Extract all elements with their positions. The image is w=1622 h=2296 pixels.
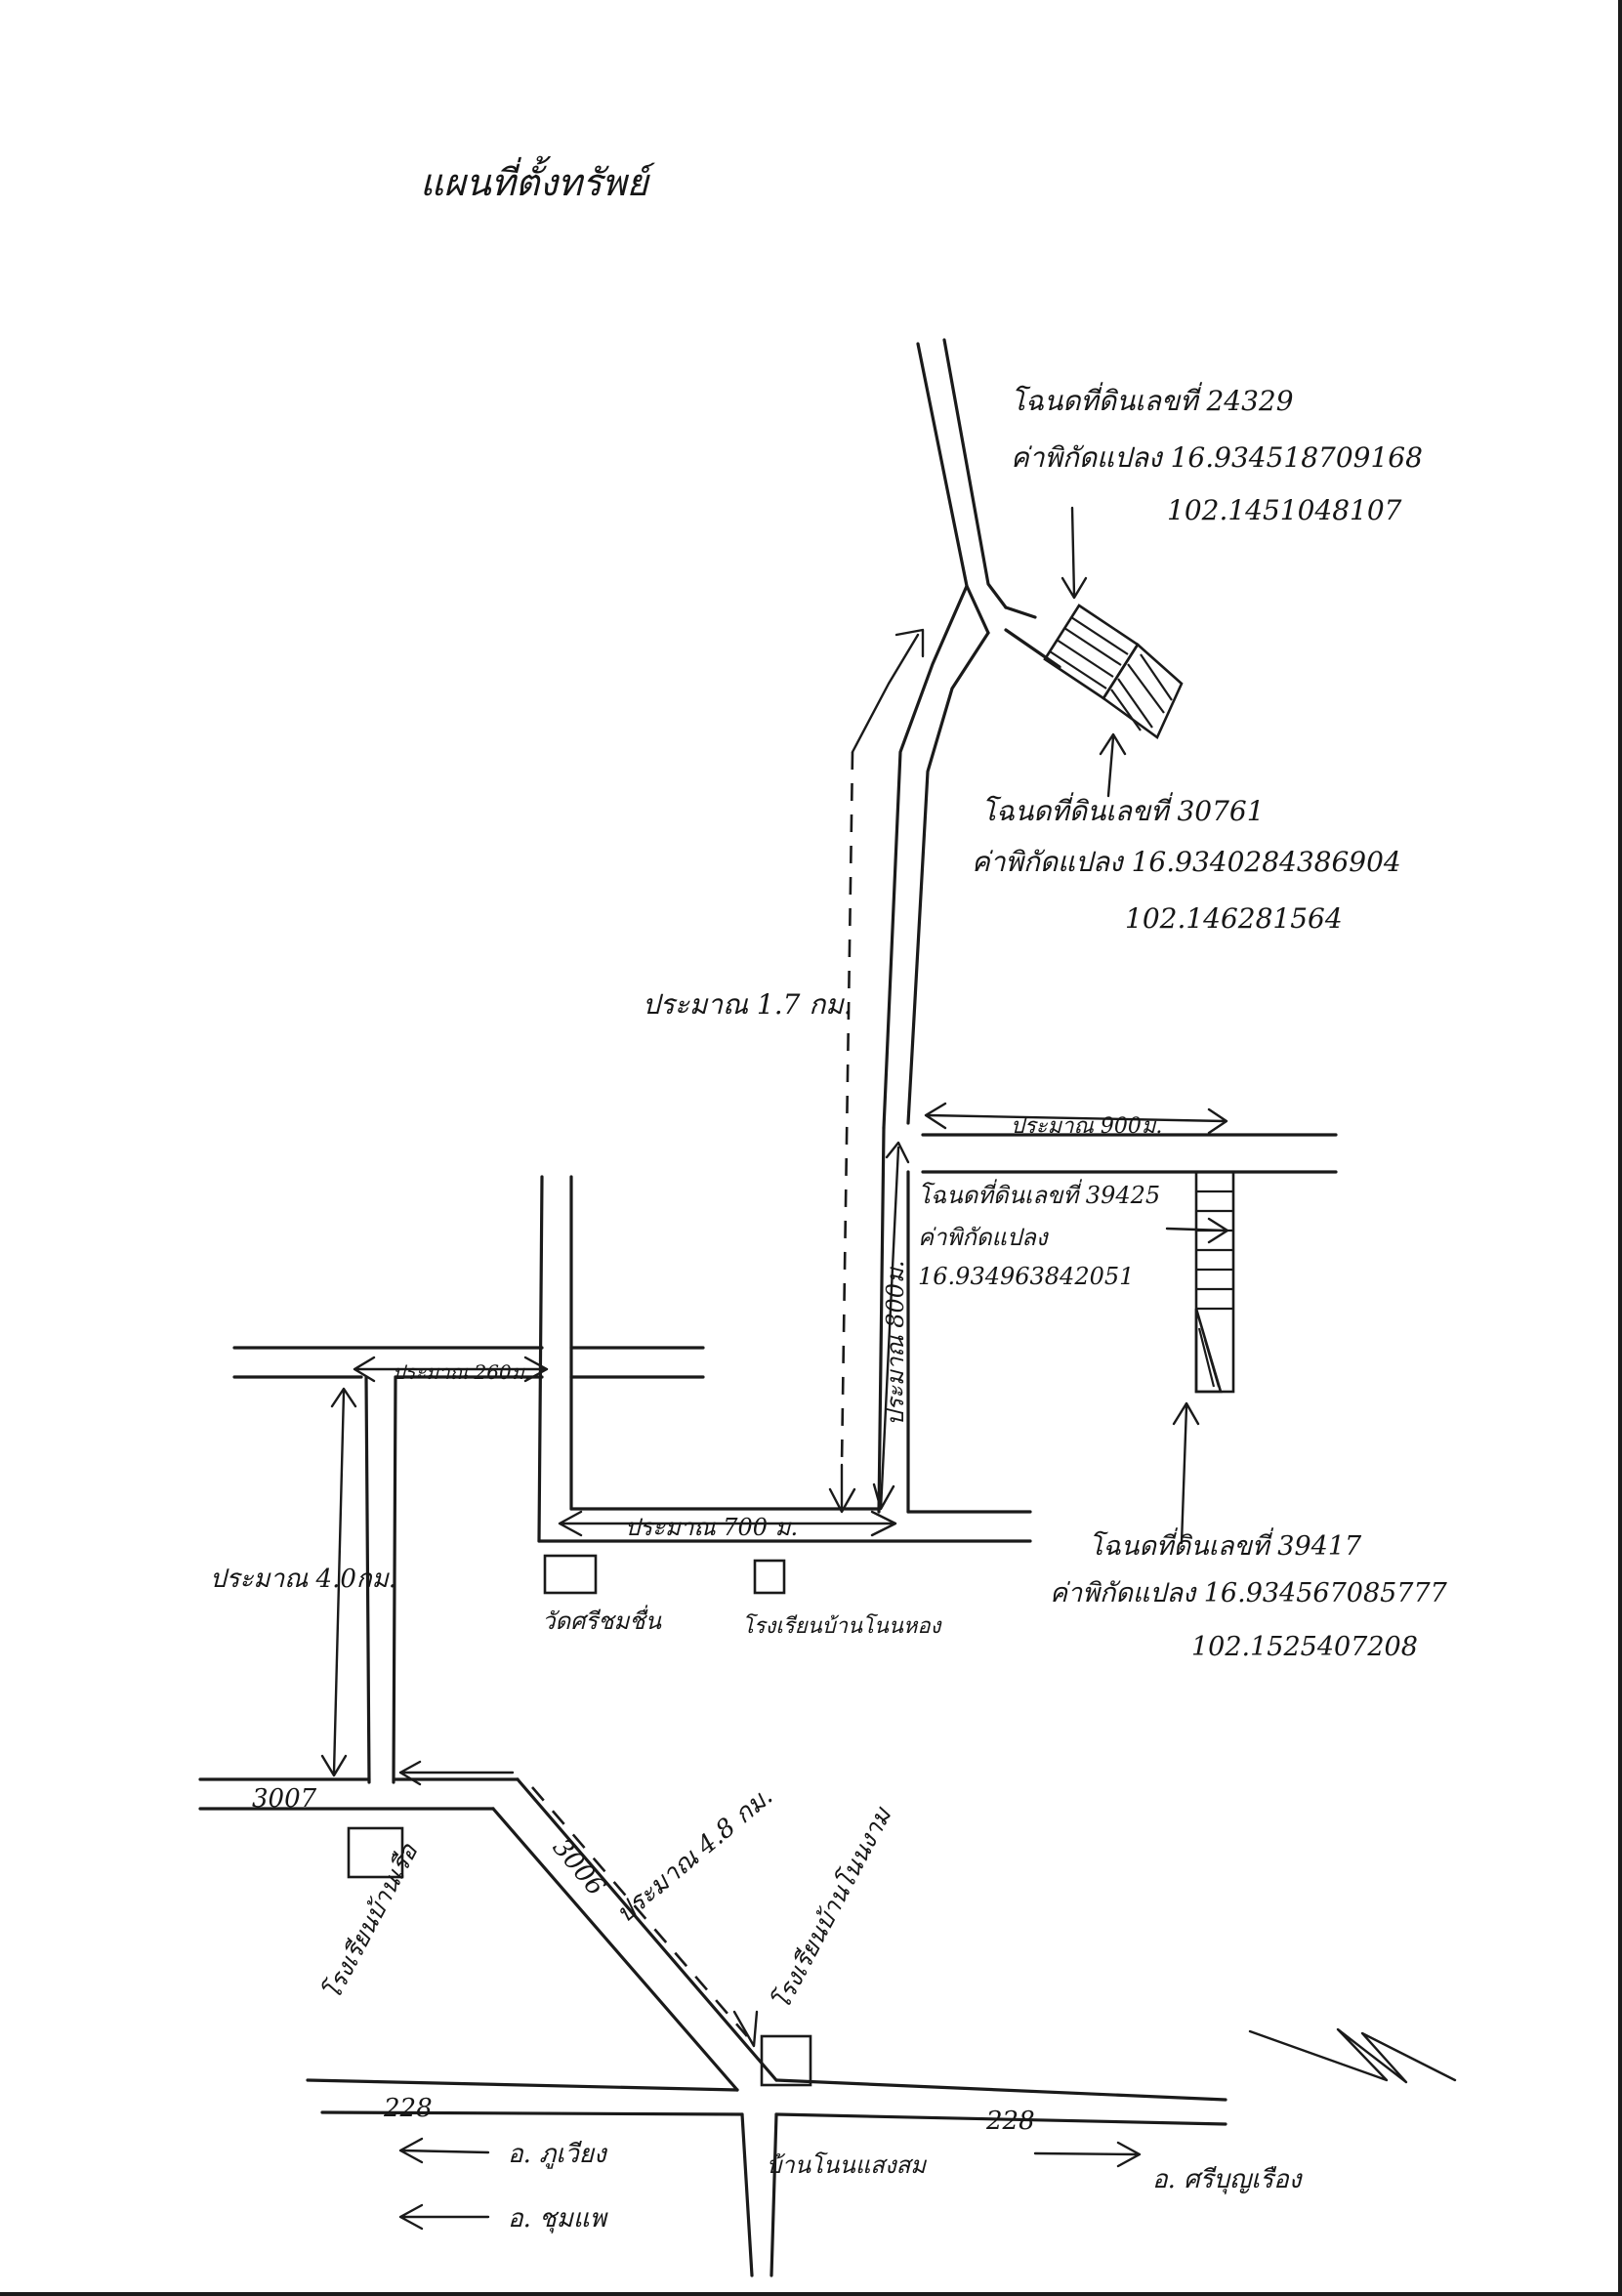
route-indicators	[320, 506, 1229, 2231]
plot-39417-parcel	[1194, 1308, 1223, 1394]
north-arrow-icon	[1248, 2027, 1457, 2084]
plot-30761-coord-text: ค่าพิกัดแปลง 16.9340284386904	[972, 846, 1401, 878]
plot-39425-lat-text: 16.934963842051	[918, 1263, 1134, 1290]
distance-700m-label: ประมาณ 700 ม.	[625, 1514, 798, 1541]
school-ban-ruea-label: โรงเรียนบ้านเรือ	[317, 1838, 424, 2005]
distance-800m-label: ประมาณ 800ม.	[882, 1261, 909, 1426]
school-ban-nong-label: โรงเรียนบ้านโนนหอง	[742, 1613, 943, 1639]
distance-4-0km-label: ประมาณ 4.0กม.	[210, 1565, 396, 1594]
dest-ban-nonsaeng-label: บ้านโนนแสงสม	[767, 2151, 927, 2179]
plot-39417-label: โฉนดที่ดินเลขที่ 39417 ค่าพิกัดแปลง 16.9…	[1050, 1527, 1448, 1662]
distance-260m-label: ประมาณ 260ม.	[393, 1360, 530, 1384]
plot-30761-parcel	[1102, 643, 1184, 739]
plot-39417-lon-text: 102.1525407208	[1191, 1632, 1418, 1662]
school-ban-nonngam-label: โรงเรียนบ้านโนนงาม	[767, 1802, 897, 2015]
plot-30761-label: โฉนดที่ดินเลขที่ 30761 ค่าพิกัดแปลง 16.9…	[972, 792, 1401, 935]
dest-sinuan-label: อ. ศรีบุญเรือง	[1152, 2165, 1304, 2194]
plot-24329-lon-text: 102.1451048107	[1167, 494, 1402, 526]
road-network	[198, 338, 1338, 2277]
plot-39425-coord-text: ค่าพิกัดแปลง	[918, 1224, 1050, 1251]
plot-39425-deed-text: โฉนดที่ดินเลขที่ 39425	[918, 1179, 1160, 1209]
dest-phuwiang-label: อ. ภูเวียง	[508, 2140, 608, 2169]
plot-24329-coord-text: ค่าพิกัดแปลง 16.934518709168	[1011, 441, 1423, 474]
plot-30761-lon-text: 102.146281564	[1125, 902, 1343, 935]
dest-chumphae-label: อ. ชุมแพ	[508, 2204, 608, 2233]
plot-39425-label: โฉนดที่ดินเลขที่ 39425 ค่าพิกัดแปลง 16.9…	[918, 1179, 1160, 1290]
distance-900m-label: ประมาณ 900ม.	[1011, 1114, 1162, 1139]
school-ban-ruea-building-icon	[347, 1826, 404, 1879]
plot-39417-deed-text: โฉนดที่ดินเลขที่ 39417	[1089, 1527, 1362, 1562]
school-ban-nonngam-building-icon	[760, 2034, 812, 2087]
distance-4-8km-label: ประมาณ 4.8 กม.	[610, 1781, 778, 1929]
plot-39417-coord-text: ค่าพิกัดแปลง 16.934567085777	[1050, 1578, 1448, 1608]
plot-24329-deed-text: โฉนดที่ดินเลขที่ 24329	[1011, 382, 1294, 417]
plot-24329-label: โฉนดที่ดินเลขที่ 24329 ค่าพิกัดแปลง 16.9…	[1011, 382, 1423, 526]
page-right-border	[1618, 0, 1622, 2296]
wat-building-icon	[543, 1554, 598, 1595]
wat-label: วัดศรีชมชื่น	[542, 1605, 662, 1635]
map-title: แผนที่ตั้งทรัพย์	[420, 155, 656, 204]
plot-30761-deed-text: โฉนดที่ดินเลขที่ 30761	[981, 792, 1265, 827]
route-3007-label: 3007	[252, 1784, 317, 1814]
school-ban-nong-building-icon	[753, 1559, 786, 1595]
page-bottom-border	[0, 2292, 1622, 2296]
plot-24329-parcel	[1043, 604, 1140, 700]
distance-1-7km-label: ประมาณ 1.7 กม.	[643, 988, 853, 1021]
route-228-left-label: 228	[383, 2094, 433, 2123]
plot-39425-parcel	[1194, 1170, 1235, 1394]
route-228-right-label: 228	[985, 2107, 1035, 2136]
